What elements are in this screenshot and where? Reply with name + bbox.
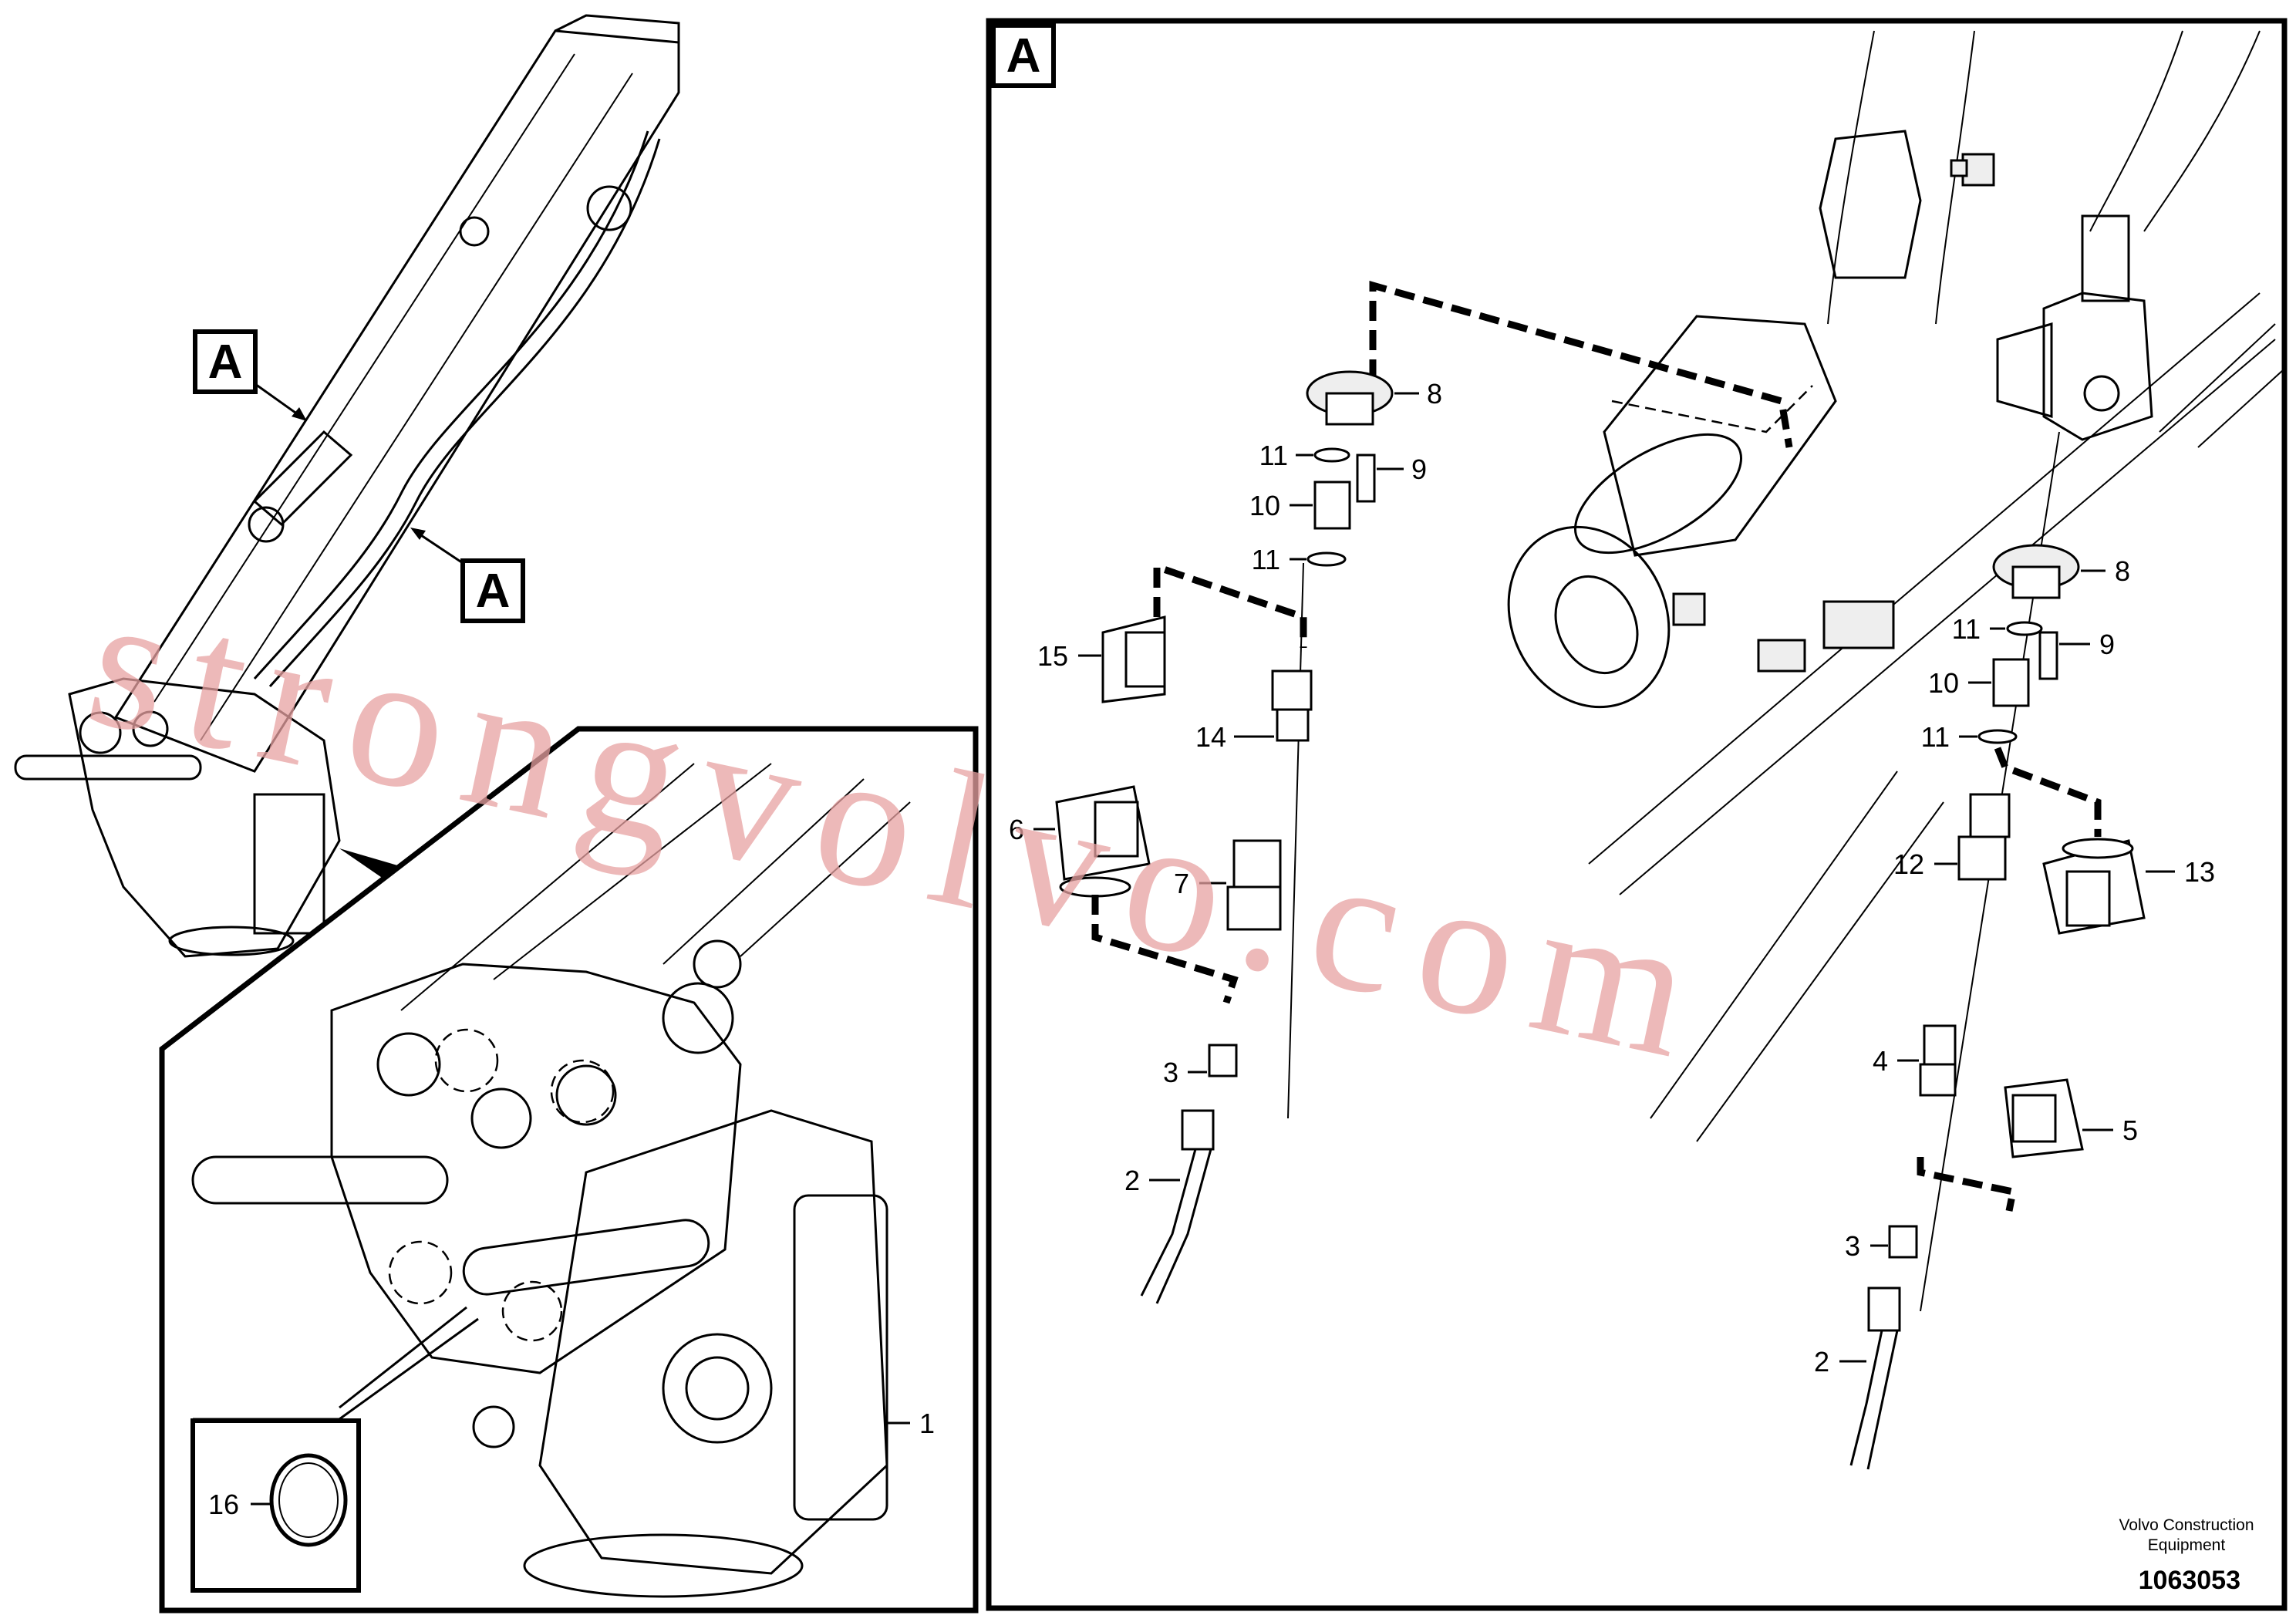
label-9-left: 9: [1411, 454, 1427, 485]
detail-panel-a: A 8 11: [986, 18, 2288, 1611]
label-12: 12: [1893, 848, 1924, 880]
label-part-1: 1: [919, 1408, 935, 1439]
label-11-right-a: 11: [1952, 613, 1981, 645]
callout-a-bottom-label: A: [476, 565, 511, 618]
label-2-left: 2: [1124, 1165, 1140, 1196]
label-6: 6: [1009, 814, 1024, 845]
footer: Volvo Construction Equipment 1063053: [2119, 1516, 2254, 1595]
callout-a-top: A: [193, 329, 307, 421]
brand-line-1: Volvo Construction: [2119, 1516, 2254, 1534]
callout-a-top-label: A: [208, 336, 243, 389]
boom-overview: [14, 14, 680, 958]
label-2-right: 2: [1814, 1346, 1829, 1378]
detail-panel: [159, 726, 979, 1614]
brand-line-2: Equipment: [2148, 1536, 2226, 1554]
label-3-left: 3: [1163, 1057, 1178, 1088]
callout-a-bottom: A: [410, 528, 525, 623]
label-14: 14: [1195, 721, 1226, 753]
label-4: 4: [1873, 1045, 1888, 1077]
panel-a-letter: A: [1006, 29, 1041, 83]
label-10-left: 10: [1249, 490, 1280, 521]
label-10-right: 10: [1928, 667, 1959, 699]
label-11-left-b: 11: [1252, 544, 1280, 575]
label-15: 15: [1037, 640, 1068, 672]
label-11-left-a: 11: [1259, 440, 1288, 471]
label-9-right: 9: [2099, 629, 2115, 660]
label-3-right: 3: [1845, 1230, 1860, 1262]
label-part-16: 16: [208, 1489, 239, 1520]
label-11-right-b: 11: [1921, 721, 1950, 753]
label-5: 5: [2122, 1114, 2138, 1146]
label-8-right: 8: [2115, 555, 2130, 587]
label-13: 13: [2184, 856, 2215, 888]
label-8-left: 8: [1427, 378, 1442, 410]
label-7: 7: [1174, 868, 1189, 899]
doc-number: 1063053: [2139, 1566, 2240, 1595]
inset-part-16: 16: [190, 1418, 361, 1593]
